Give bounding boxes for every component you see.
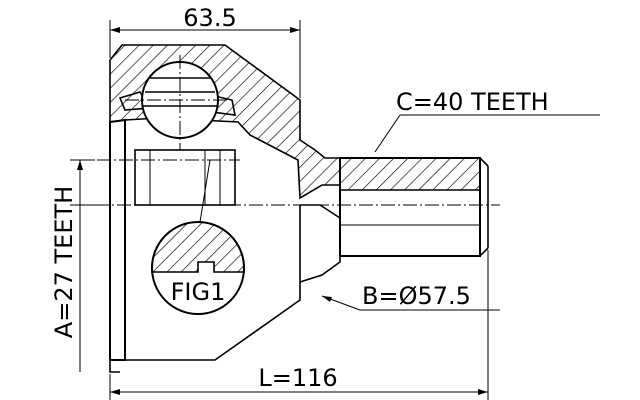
dimension-top-length: 63.5 [109,4,301,98]
dimension-total-length: L=116 [109,250,489,400]
inner-teeth-label: A=27 TEETH [50,186,78,338]
leader-diameter: B=Ø57.5 [321,282,500,311]
total-length-label: L=116 [258,364,337,392]
fig1-detail-circle: FIG1 [151,159,245,315]
centre-lines [75,55,500,206]
top-length-label: 63.5 [183,4,236,32]
leader-outer-teeth: C=40 TEETH [374,88,600,153]
stub-shaft [339,157,489,257]
outer-teeth-label: C=40 TEETH [396,88,549,116]
dimension-inner-teeth: A=27 TEETH [50,159,95,372]
fig1-label: FIG1 [171,278,226,306]
diameter-label: B=Ø57.5 [362,282,471,310]
